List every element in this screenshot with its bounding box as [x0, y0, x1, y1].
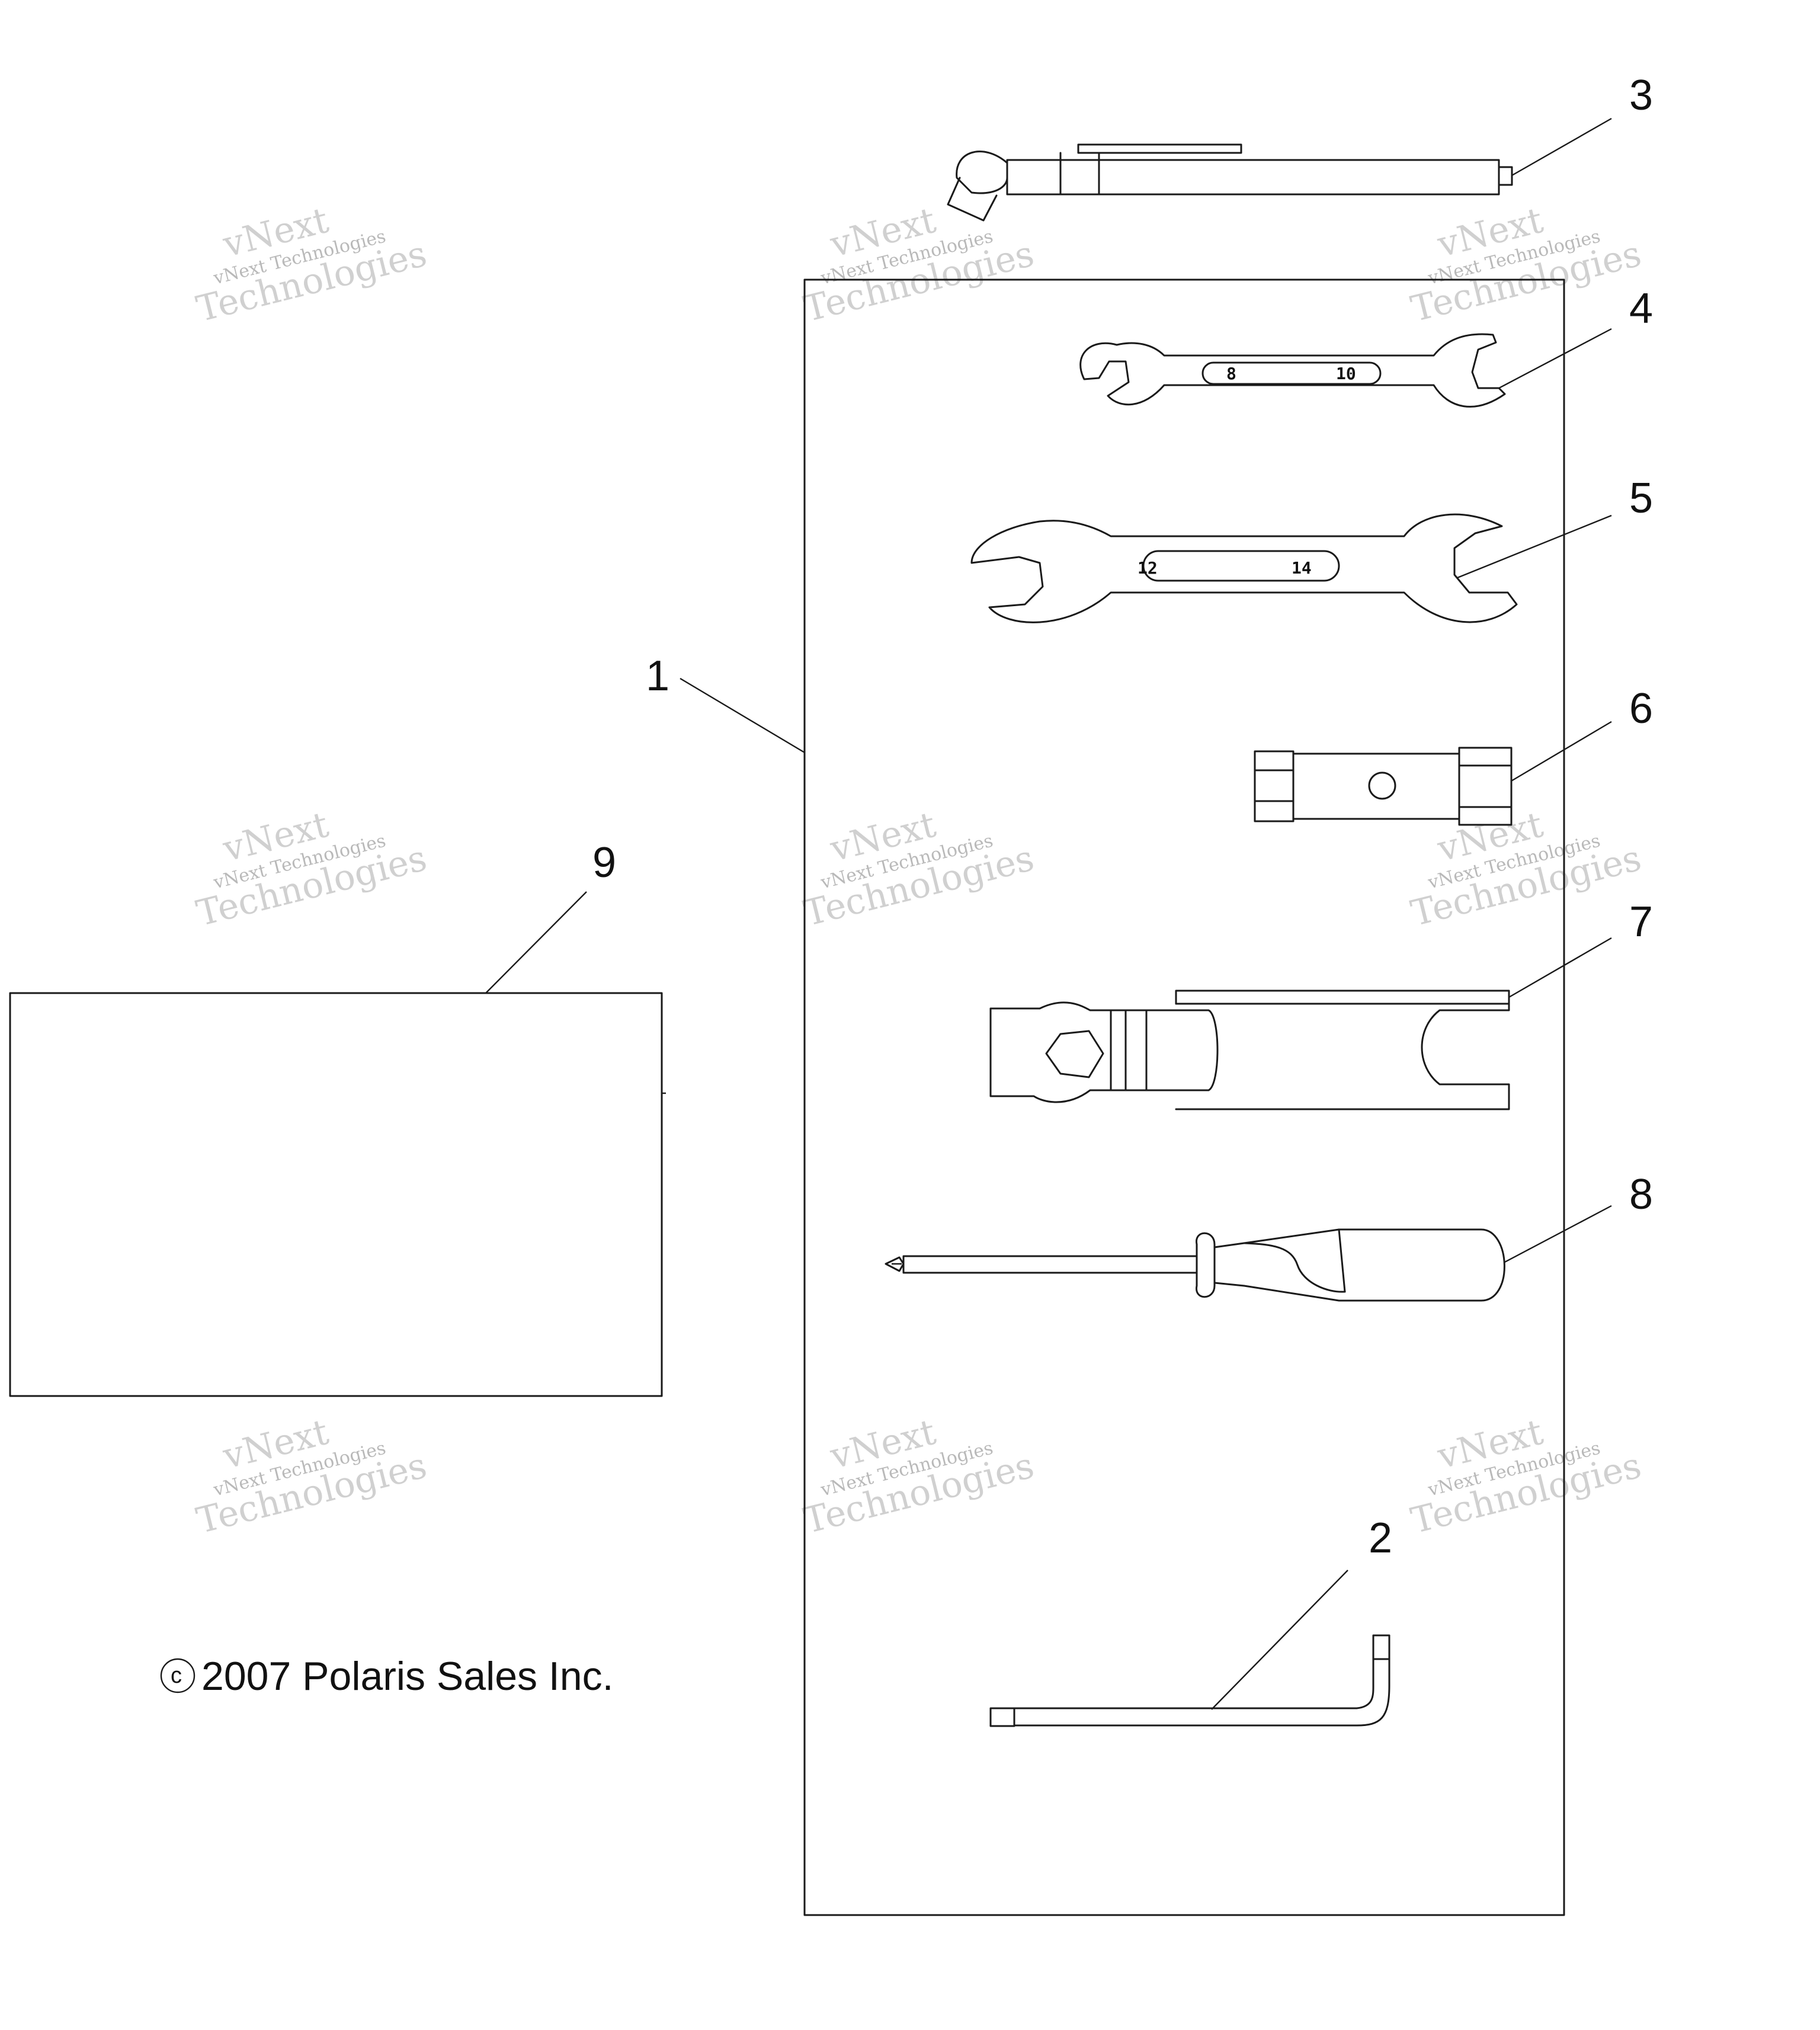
gauge-end-cap [1498, 166, 1513, 186]
wrench-small-slot [1201, 361, 1382, 385]
wrench-large-left-size: 12 [1138, 558, 1158, 578]
leader-line-1 [680, 677, 805, 754]
callout-8: 8 [1629, 1171, 1653, 1218]
wrench-8-10-drawing: 8 10 [1079, 333, 1506, 408]
gauge-head [956, 151, 1008, 194]
callout-7: 7 [1629, 898, 1653, 946]
socket-body [1292, 753, 1460, 820]
callout-2: 2 [1369, 1515, 1392, 1562]
copyright-symbol-ring [160, 1658, 196, 1693]
gauge-clip [1077, 143, 1242, 154]
hex-key-long-tip [1372, 1634, 1390, 1660]
wrench-small-right-size: 10 [1336, 364, 1356, 383]
watermark: vNext vNext Technologies Technologies [193, 1411, 431, 1542]
callout-6: 6 [1629, 685, 1653, 732]
socket-hole [1368, 771, 1396, 800]
screwdriver-shaft [902, 1255, 1198, 1274]
watermark: vNext vNext Technologies Technologies [800, 1411, 1038, 1542]
spanner-hex-opening [1045, 1030, 1104, 1078]
socket-left-end [1254, 750, 1294, 822]
screwdriver-collar [1196, 1232, 1216, 1298]
wrench-small-left-size: 8 [1226, 364, 1236, 383]
tool-pouch-outline [803, 278, 1565, 1916]
leader-lines [485, 117, 1612, 1710]
screwdriver-grip-line [1338, 1228, 1346, 1293]
watermark: vNext vNext Technologies Technologies [1407, 200, 1645, 331]
callout-9: 9 [592, 839, 616, 886]
leader-line-4 [1498, 328, 1612, 389]
spanner-jaw [1175, 1003, 1510, 1110]
watermark: vNext vNext Technologies Technologies [1407, 804, 1645, 935]
leader-line-5 [1457, 514, 1612, 579]
watermark: vNext vNext Technologies Technologies [800, 200, 1038, 331]
hex-key-drawing [989, 1634, 1390, 1727]
spark-plug-socket-drawing [1254, 747, 1513, 826]
leader-line-3 [1511, 117, 1612, 177]
copyright-symbol: c [171, 1663, 182, 1688]
leader-line-9 [485, 891, 587, 994]
gauge-chuck [947, 177, 998, 222]
spanner-wrench-head [989, 1001, 1219, 1103]
wrench-small-outline [1079, 333, 1506, 408]
wrench-large-slot [1142, 550, 1340, 582]
copyright-notice: c 2007 Polaris Sales Inc. [160, 1654, 614, 1699]
watermark: vNext vNext Technologies Technologies [193, 200, 431, 331]
watermarks: vNext vNext Technologies Technologies vN… [193, 200, 1645, 1542]
callout-3: 3 [1629, 72, 1653, 119]
callout-1: 1 [646, 652, 669, 700]
leader-line-7 [1508, 937, 1612, 998]
watermark: vNext vNext Technologies Technologies [1407, 1411, 1645, 1542]
callout-5: 5 [1629, 475, 1653, 522]
screwdriver-drawing [885, 1228, 1505, 1302]
hex-key-bend [1013, 1658, 1390, 1727]
owner-manual-outline [9, 992, 663, 1397]
copyright-text: 2007 Polaris Sales Inc. [201, 1654, 614, 1699]
watermark: vNext vNext Technologies Technologies [193, 804, 431, 935]
screwdriver-grip-line [1243, 1242, 1346, 1293]
tire-gauge-drawing [947, 143, 1513, 222]
wrench-large-right-size: 14 [1292, 558, 1312, 578]
screwdriver-handle [1213, 1228, 1505, 1302]
socket-hex-end [1458, 747, 1513, 826]
callouts: 1 2 3 4 5 6 7 8 9 [592, 72, 1653, 1562]
wrench-large-outline [970, 513, 1518, 623]
callout-4: 4 [1629, 285, 1653, 332]
spanner-top-rail [1175, 990, 1510, 1005]
hex-key-short-tip [989, 1707, 1015, 1727]
wrench-12-14-drawing: 12 14 [970, 513, 1518, 623]
leader-line-8 [1504, 1205, 1612, 1263]
leader-line-2 [1211, 1570, 1348, 1710]
watermark: vNext vNext Technologies Technologies [800, 804, 1038, 935]
spanner-tool-drawing [989, 990, 1510, 1110]
leader-line-6 [1511, 721, 1612, 782]
gauge-body [1006, 159, 1500, 196]
